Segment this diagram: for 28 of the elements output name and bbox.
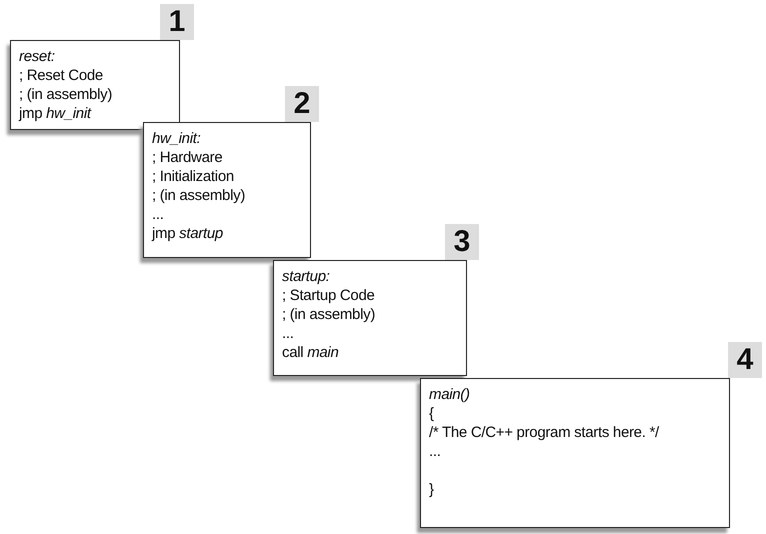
code-line: ; (in assembly) — [282, 305, 376, 324]
code-line: ; Initialization — [152, 167, 234, 186]
code-card — [143, 122, 311, 258]
code-line: jmp hw_init — [19, 104, 91, 123]
code-line: ... — [282, 324, 294, 343]
code-line: call main — [282, 343, 338, 362]
code-card — [420, 378, 730, 528]
code-card — [273, 260, 467, 376]
code-label: startup: — [282, 267, 330, 286]
step-number: 1 — [160, 4, 194, 40]
code-line: ... — [152, 205, 164, 224]
step-number: 3 — [445, 224, 479, 260]
code-line: ; Startup Code — [282, 286, 375, 305]
code-line: ; Hardware — [152, 148, 222, 167]
step-number: 2 — [285, 86, 319, 122]
code-card — [10, 40, 180, 130]
code-label: reset: — [19, 47, 55, 66]
code-line: ... — [429, 442, 441, 461]
code-line: ; (in assembly) — [152, 186, 246, 205]
code-line: jmp startup — [152, 224, 223, 243]
code-line: { — [429, 404, 434, 423]
step-number: 4 — [728, 342, 762, 378]
code-line: ; (in assembly) — [19, 85, 112, 104]
code-line: ; Reset Code — [19, 66, 103, 85]
code-line: } — [429, 480, 434, 499]
code-label: hw_init: — [152, 129, 200, 148]
code-line: /* The C/C++ program starts here. */ — [429, 423, 659, 442]
code-label: main() — [429, 385, 470, 404]
